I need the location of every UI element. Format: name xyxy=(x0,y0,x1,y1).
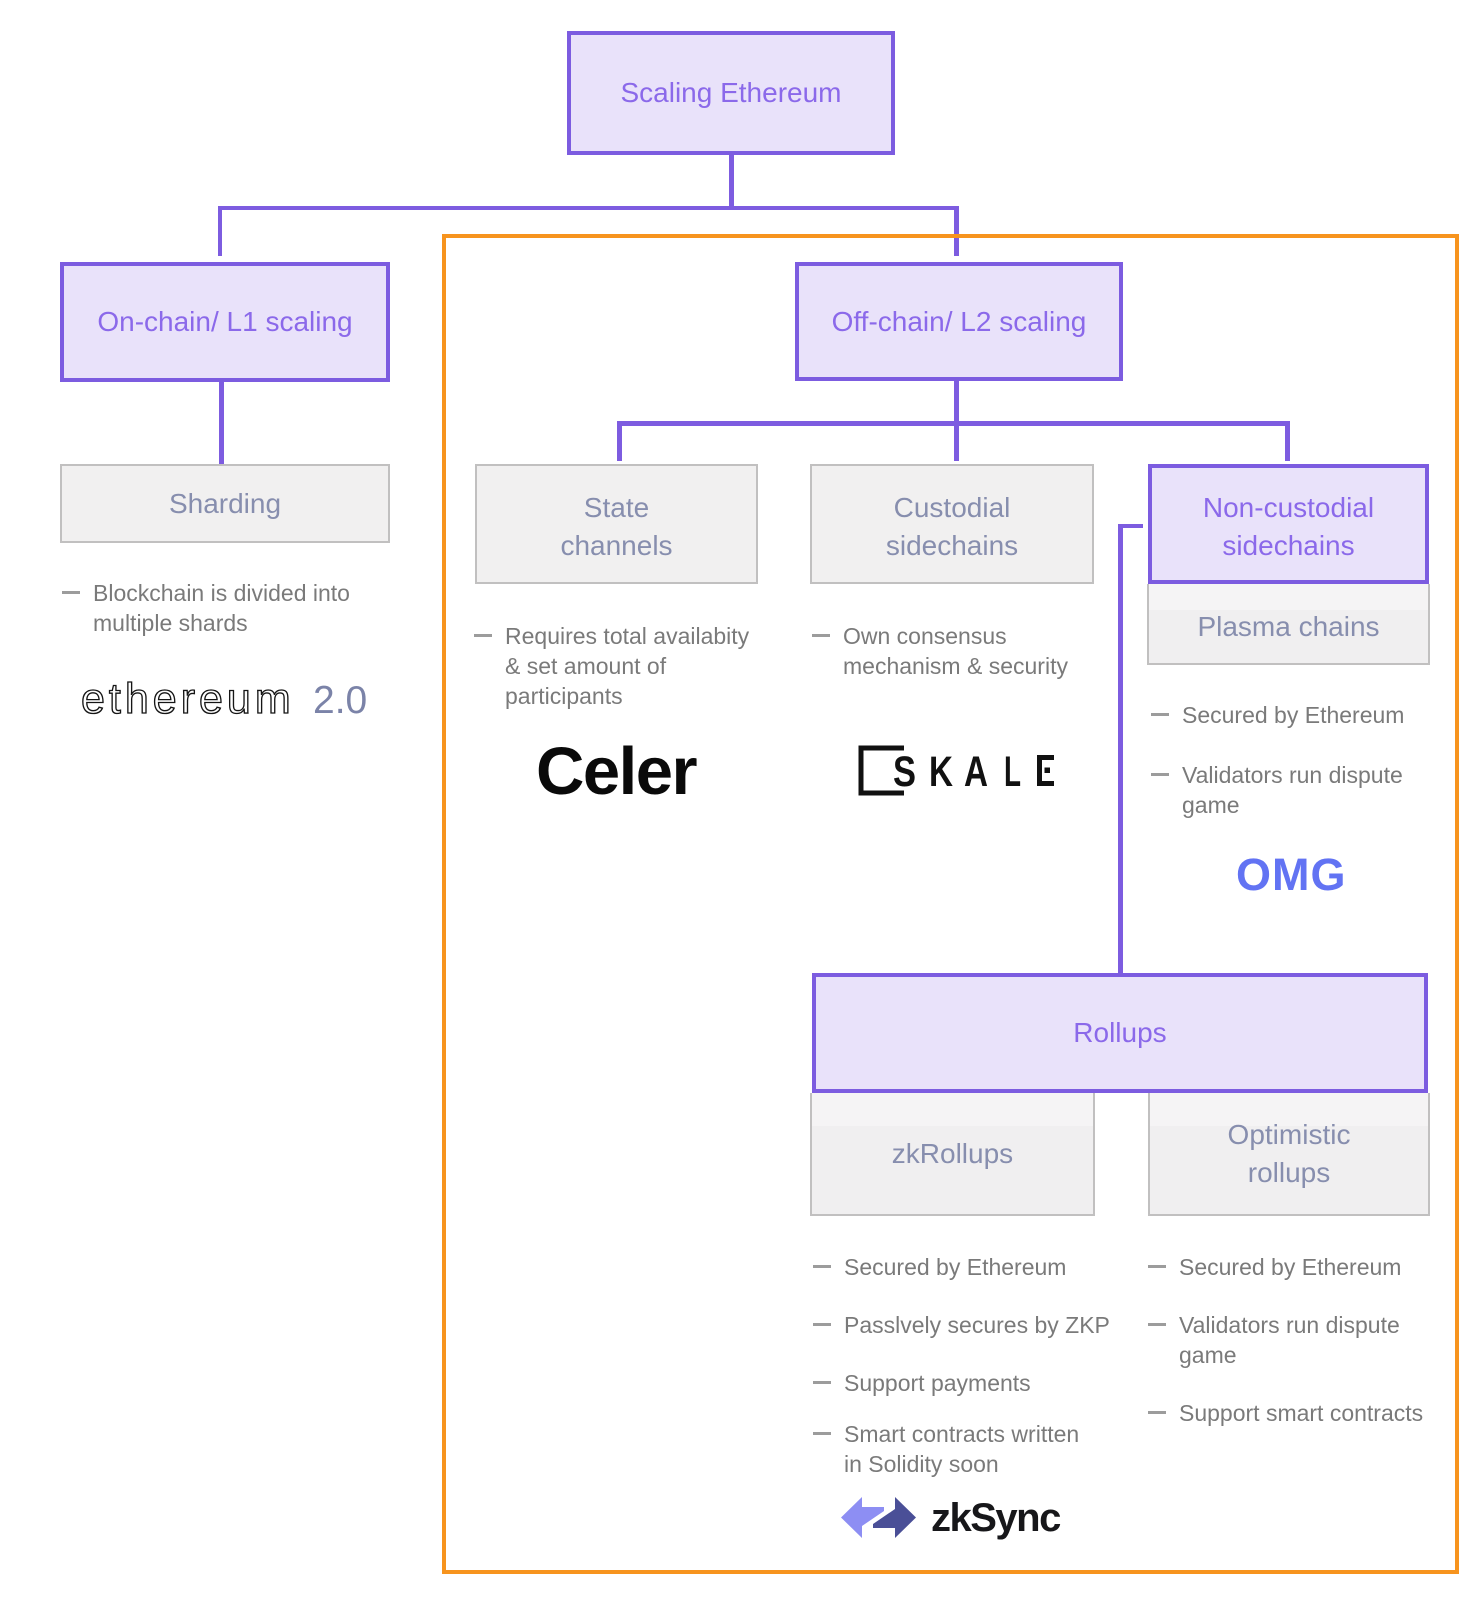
svg-text:S: S xyxy=(893,748,916,796)
svg-text:ethereum: ethereum xyxy=(81,675,295,723)
svg-text:A: A xyxy=(964,748,988,796)
svg-text:L: L xyxy=(1004,748,1021,796)
svg-text:K: K xyxy=(929,748,953,796)
svg-text:2.0: 2.0 xyxy=(313,679,367,722)
